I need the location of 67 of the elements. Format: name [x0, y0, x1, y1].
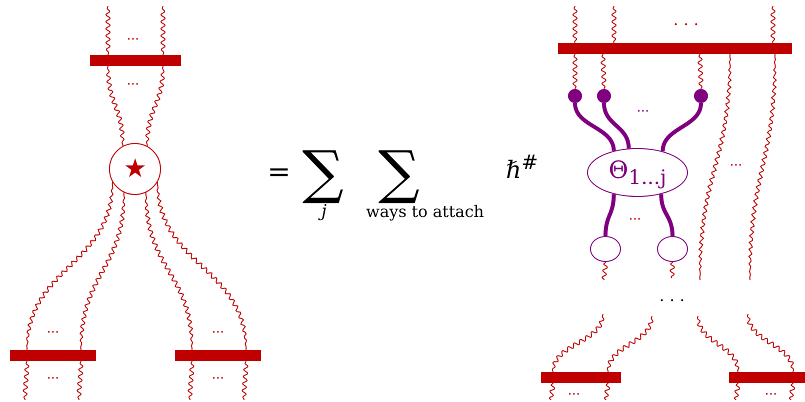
wavy-line [747, 314, 794, 372]
filled-dot [597, 89, 611, 103]
horizontal-bar [175, 350, 261, 361]
wavy-line [79, 192, 126, 350]
wavy-line [602, 262, 608, 280]
wavy-line [789, 382, 796, 400]
wavy-line [748, 54, 777, 280]
horizontal-bar [541, 372, 621, 383]
ellipsis: ... [126, 74, 140, 88]
thick-line [604, 192, 616, 238]
wavy-line [145, 66, 165, 146]
horizontal-bar [729, 372, 805, 383]
summation-range: ways to attach [366, 204, 484, 220]
ellipsis: ... [764, 384, 778, 398]
wavy-line [106, 66, 125, 146]
wavy-line [26, 182, 114, 350]
filled-dot [694, 89, 708, 103]
wavy-line [552, 314, 604, 372]
filled-dot [568, 89, 582, 103]
ellipsis: ... [636, 102, 650, 114]
thick-line [660, 102, 703, 153]
ellipsis: ... [46, 368, 60, 382]
ellipsis: ... [730, 156, 742, 168]
wavy-line [670, 262, 675, 278]
wavy-line [188, 360, 194, 400]
ellipsis: . . . [673, 12, 699, 28]
ellipsis: ... [126, 30, 140, 42]
ellipsis: ... [628, 210, 642, 222]
summation-sign: ∑ [378, 143, 420, 201]
wavy-line [604, 382, 610, 400]
thick-line [659, 192, 674, 238]
ellipsis: ... [568, 384, 580, 398]
ellipsis: . . . [659, 288, 685, 304]
ellipsis: ... [46, 322, 60, 336]
horizontal-bar [10, 350, 96, 361]
wavy-line [105, 6, 111, 56]
vertex-circle [109, 143, 161, 195]
wavy-line [549, 382, 556, 400]
ellipsis: ... [212, 322, 224, 336]
equals-sign: = [267, 158, 291, 186]
wavy-line [606, 316, 654, 372]
hbar-power: ℏ$^{#}$ [506, 152, 538, 182]
horizontal-bar [90, 55, 181, 66]
ellipsis: ... [212, 368, 224, 382]
wavy-line [144, 192, 194, 350]
wavy-line [572, 54, 578, 90]
wavy-line [698, 54, 732, 280]
wavy-line [734, 382, 740, 400]
summation-sign: ∑ [302, 143, 344, 201]
wavy-line [160, 6, 166, 56]
star-symbol: ★ [124, 156, 146, 182]
wavy-line [76, 360, 84, 400]
wavy-line [698, 54, 704, 90]
small-ellipse [657, 236, 688, 262]
wavy-line [156, 182, 247, 350]
thick-line [573, 102, 616, 152]
wavy-line [770, 6, 776, 44]
horizontal-bar [558, 43, 792, 54]
wavy-line [600, 54, 606, 90]
wavy-line [572, 6, 578, 44]
wavy-line [697, 316, 740, 372]
wavy-line [611, 6, 616, 44]
wavy-line [22, 360, 30, 400]
vertex-label: Θ$_{1...j}$ [608, 158, 666, 187]
thick-line [602, 102, 631, 150]
wavy-line [242, 360, 248, 400]
small-ellipse [590, 236, 621, 262]
